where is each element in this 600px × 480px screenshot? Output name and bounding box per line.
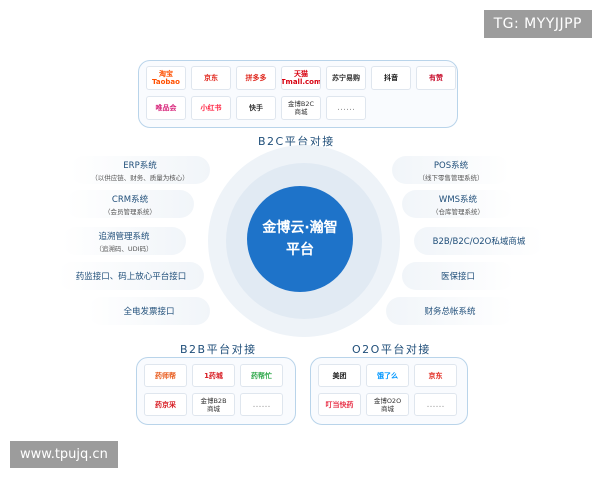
left-item-title: ERP系统 (123, 160, 157, 171)
o2o-logo-tile: 叮当快药 (318, 393, 361, 416)
b2b-logo-tile: 药师帮 (144, 364, 187, 387)
right-item-sub: （仓库管理系统） (432, 207, 484, 216)
b2b-logo-tile: …… (240, 393, 283, 416)
center-platform-badge: 金博云·瀚智 平台 (247, 186, 353, 292)
left-item-drug-interface: 药监接口、码上放心平台接口 (58, 262, 204, 290)
left-item-title: 追溯管理系统 (98, 231, 150, 242)
watermark-tg: TG: MYYJJPP (483, 10, 592, 38)
left-item-crm: CRM系统 （会员管理系统） (66, 190, 194, 218)
right-item-title: B2B/B2C/O2O私域商城 (432, 237, 526, 247)
center-title-line1: 金博云·瀚智 (262, 220, 338, 236)
left-item-trace: 追溯管理系统 （追溯码、UDI码） (62, 227, 186, 255)
left-item-sub: （追溯码、UDI码） (95, 244, 153, 253)
b2b-logo-tile: 药京采 (144, 393, 187, 416)
left-item-sub: （会员管理系统） (104, 207, 156, 216)
right-item-pos: POS系统 （线下零售管理系统） (392, 156, 510, 184)
right-item-private-mall: B2B/B2C/O2O私域商城 (414, 227, 544, 255)
o2o-logo-tile: 金博O2O 商城 (366, 393, 409, 416)
o2o-logo-tile: …… (414, 393, 457, 416)
left-item-sub: （以供应链、财务、质量为核心） (91, 173, 189, 182)
b2c-logo-tile: 有赞 (416, 66, 456, 90)
right-item-medical-insurance: 医保接口 (402, 262, 514, 290)
o2o-section-title: O2O平台对接 (352, 343, 431, 356)
b2c-logo-tile: 苏宁易购 (326, 66, 366, 90)
b2b-logo-tile: 1药城 (192, 364, 235, 387)
b2c-logo-tile: 小红书 (191, 96, 231, 120)
b2c-section-title: B2C平台对接 (258, 135, 335, 148)
o2o-logo-tile: 京东 (414, 364, 457, 387)
right-item-sub: （线下零售管理系统） (418, 173, 484, 182)
b2c-logo-tile: 唯品会 (146, 96, 186, 120)
b2c-logo-tile: 天猫 Tmall.com (281, 66, 321, 90)
b2b-logo-tile: 金博B2B 商城 (192, 393, 235, 416)
o2o-logo-tile: 饿了么 (366, 364, 409, 387)
b2c-logo-tile: 淘宝 Taobao (146, 66, 186, 90)
o2o-logo-grid: 美团饿了么京东叮当快药金博O2O 商城…… (318, 364, 457, 416)
b2c-logo-tile: 抖音 (371, 66, 411, 90)
b2c-logo-tile: …… (326, 96, 366, 120)
b2c-logo-tile: 金博B2C 商城 (281, 96, 321, 120)
b2b-logo-tile: 药帮忙 (240, 364, 283, 387)
left-item-title: 全电发票接口 (123, 307, 175, 317)
watermark-site: www.tpujq.cn (10, 441, 118, 468)
right-item-title: WMS系统 (438, 194, 478, 205)
b2b-section-title: B2B平台对接 (180, 343, 257, 356)
right-item-title: 财务总帐系统 (424, 307, 476, 317)
b2c-logo-tile: 京东 (191, 66, 231, 90)
o2o-logo-tile: 美团 (318, 364, 361, 387)
left-item-erp: ERP系统 （以供应链、财务、质量为核心） (70, 156, 210, 184)
right-item-finance-ledger: 财务总帐系统 (386, 297, 514, 325)
right-item-title: 医保接口 (440, 272, 475, 282)
right-item-title: POS系统 (433, 160, 469, 171)
center-title-line2: 平台 (286, 242, 314, 258)
left-item-einvoice: 全电发票接口 (88, 297, 210, 325)
b2c-logo-tile: 快手 (236, 96, 276, 120)
right-item-wms: WMS系统 （仓库管理系统） (402, 190, 514, 218)
left-item-title: CRM系统 (111, 194, 149, 205)
left-item-title: 药监接口、码上放心平台接口 (75, 272, 187, 282)
b2c-logo-tile: 拼多多 (236, 66, 276, 90)
